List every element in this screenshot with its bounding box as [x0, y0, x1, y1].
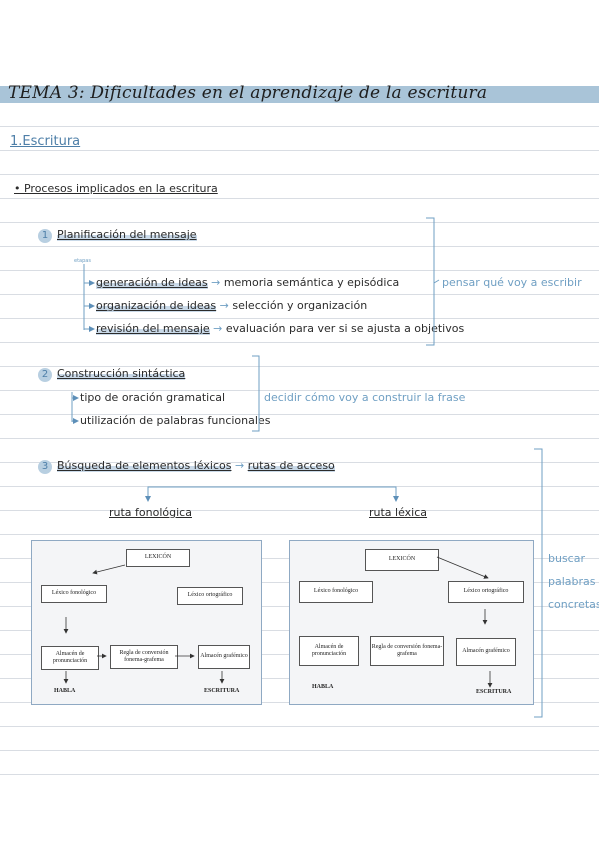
graphemic-store-box: Almacén grafémico — [198, 645, 250, 669]
pronunciation-store-box: Almacén de pronunciación — [41, 646, 99, 670]
lexicon-box: LEXICÓN — [126, 549, 190, 567]
step2-bracket — [252, 355, 260, 432]
step1-tiny-note: etapas — [74, 258, 91, 264]
step3-number: 3 — [38, 460, 52, 474]
speech-label: HABLA — [312, 684, 334, 690]
page-title: TEMA 3: Dificultades en el aprendizaje d… — [8, 83, 488, 103]
conversion-rule-box: Regla de conversión fonema-grafema — [110, 645, 178, 669]
orthographic-lexicon-box: Léxico ortográfico — [448, 581, 524, 603]
diagram-lexical-route: LEXICÓN Léxico fonológico Léxico ortográ… — [289, 540, 534, 705]
graphemic-store-box: Almacén grafémico — [456, 638, 516, 666]
step3-note-line: concretas — [548, 598, 599, 611]
diagram-phonological-route: LEXICÓN Léxico fonológico Léxico ortográ… — [31, 540, 262, 705]
step3-note-line: buscar — [548, 552, 585, 565]
step3-bracket — [534, 448, 543, 718]
step3-label2: rutas de acceso — [247, 459, 335, 472]
step2-heading: 2 Construcción sintáctica — [38, 367, 186, 382]
step2-item: tipo de oración gramatical — [80, 391, 226, 404]
route-right-label: ruta léxica — [369, 506, 428, 519]
step2-number: 2 — [38, 368, 52, 382]
processes-heading: • Procesos implicados en la escritura — [14, 182, 218, 195]
step2-note: decidir cómo voy a construir la frase — [264, 391, 466, 404]
lexicon-box: LEXICÓN — [365, 549, 439, 571]
step1-number: 1 — [38, 229, 52, 243]
step3-note-line: palabras — [548, 575, 596, 588]
step2-item: utilización de palabras funcionales — [80, 414, 271, 427]
route-left-label: ruta fonológica — [109, 506, 192, 519]
route-split — [147, 486, 397, 500]
phonological-lexicon-box: Léxico fonológico — [41, 585, 107, 603]
pronunciation-store-box: Almacén de pronunciación — [299, 636, 359, 666]
speech-label: HABLA — [54, 688, 76, 694]
step2-label: Construcción sintáctica — [57, 367, 186, 380]
step1-item: organización de ideas → selección y orga… — [96, 299, 368, 312]
step1-note: pensar qué voy a escribir — [442, 276, 582, 289]
conversion-rule-box: Regla de conversión fonema-grafema — [370, 636, 444, 666]
step1-heading: 1 Planificación del mensaje — [38, 228, 197, 243]
phonological-lexicon-box: Léxico fonológico — [299, 581, 373, 603]
title-highlight — [0, 86, 599, 103]
section-heading: 1.Escritura — [10, 134, 81, 149]
orthographic-lexicon-box: Léxico ortográfico — [177, 587, 243, 605]
step1-item: revisión del mensaje → evaluación para v… — [96, 322, 465, 335]
step3-label: Búsqueda de elementos léxicos — [57, 459, 232, 472]
writing-label: ESCRITURA — [204, 688, 240, 694]
step1-item: generación de ideas → memoria semántica … — [96, 276, 400, 289]
step1-bracket — [426, 217, 435, 346]
step1-label: Planificación del mensaje — [57, 228, 197, 241]
writing-label: ESCRITURA — [476, 689, 512, 695]
